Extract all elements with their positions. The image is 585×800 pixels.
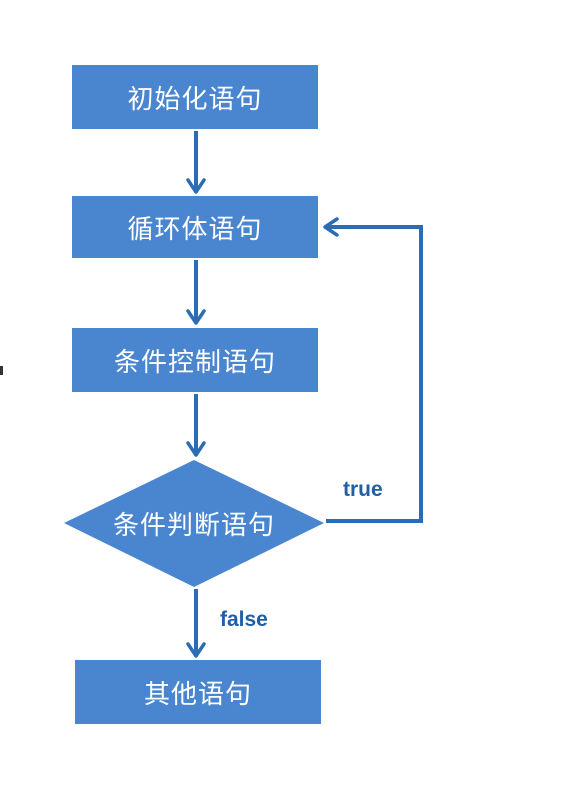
condition-check-label: 条件判断语句 [112, 510, 275, 541]
condition-control-label: 条件控制语句 [113, 347, 276, 378]
false-edge-label: false [220, 608, 268, 631]
arrow-condition-loop-to-body [323, 217, 423, 523]
other-statement-node: 其他语句 [75, 660, 321, 724]
init-statement-label: 初始化语句 [127, 84, 263, 115]
other-statement-label: 其他语句 [143, 679, 252, 710]
condition-check-node: 条件判断语句 [64, 490, 324, 556]
true-edge-label: true [343, 478, 383, 501]
loop-body-node: 循环体语句 [72, 196, 318, 258]
edge-mark [0, 366, 3, 375]
init-statement-node: 初始化语句 [72, 65, 318, 129]
decision-diamond [64, 460, 324, 587]
loop-body-label: 循环体语句 [127, 214, 263, 245]
condition-control-node: 条件控制语句 [72, 328, 318, 392]
